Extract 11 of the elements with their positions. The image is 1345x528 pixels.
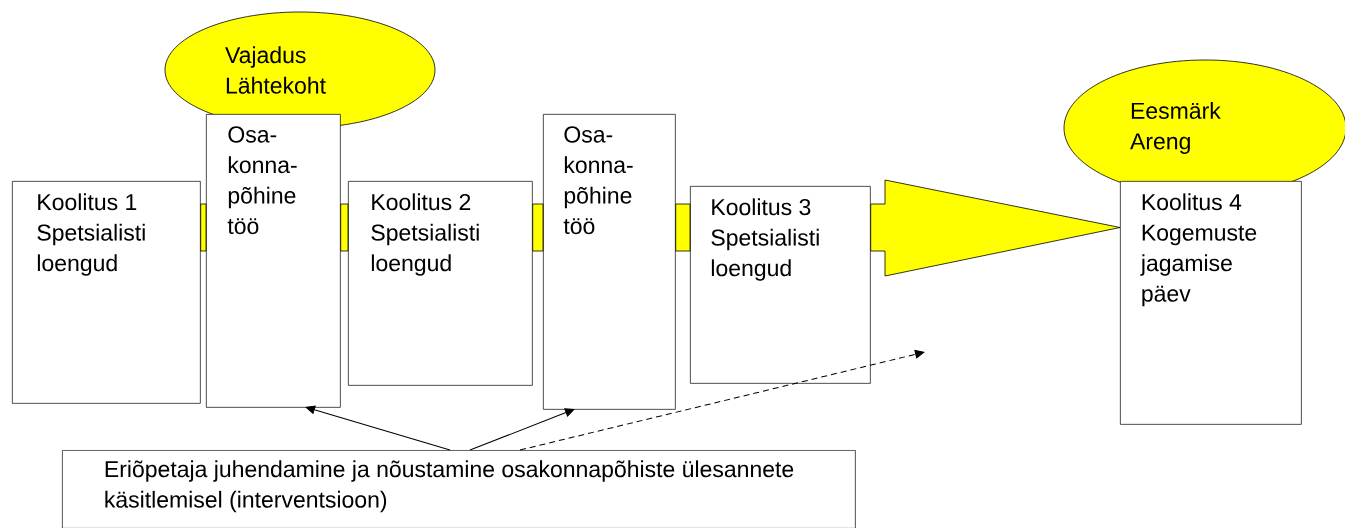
block-arrow bbox=[870, 179, 1121, 277]
text-box: Osa-konna-põhine töö bbox=[206, 114, 341, 408]
text-box: Osa-konna-põhine töö bbox=[543, 114, 676, 410]
arrow bbox=[469, 408, 575, 451]
arrow bbox=[305, 405, 451, 451]
arrow bbox=[519, 350, 925, 451]
text-box: Koolitus 3 Spetsialisti loengud bbox=[690, 186, 871, 384]
text-box: Eriõpetaja juhendamine ja nõustamine osakonnapõhiste ülesannete käsitlemisel (interventsioon) bbox=[62, 450, 856, 528]
text-box: Koolitus 1 Spetsialisti loengud bbox=[12, 181, 201, 404]
text-box: Koolitus 4 Kogemuste jagamise päev bbox=[1120, 181, 1302, 425]
text-box: Koolitus 2 Spetsialisti loengud bbox=[348, 181, 533, 386]
